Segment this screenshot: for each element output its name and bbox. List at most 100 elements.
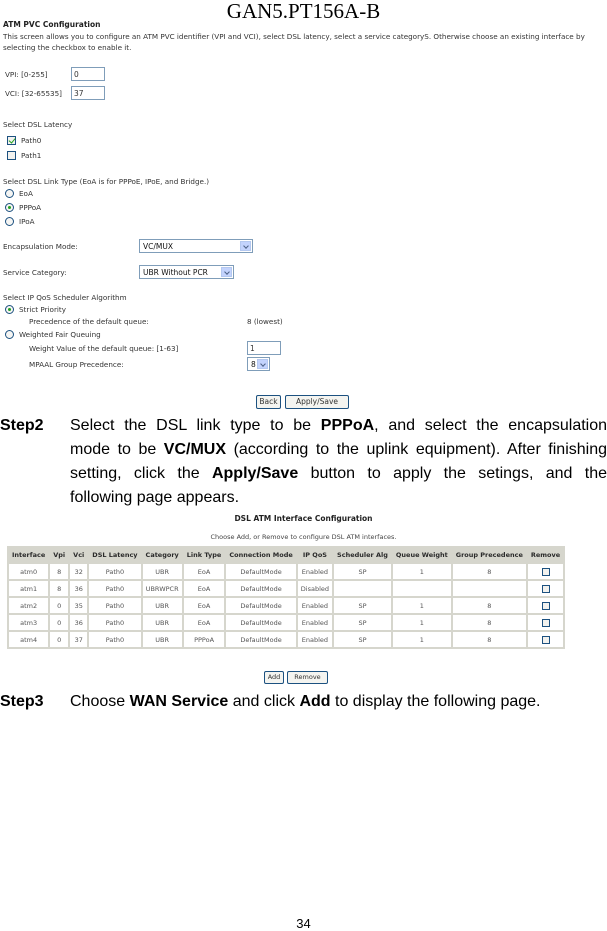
cell: 1	[392, 632, 451, 647]
table-row: atm1 8 36 Path0 UBRWPCR EoA DefaultMode …	[9, 581, 564, 596]
cell: DefaultMode	[226, 632, 296, 647]
remove-cell	[527, 615, 564, 630]
cell: 32	[70, 564, 88, 579]
col-queue-weight: Queue Weight	[392, 548, 451, 562]
col-connection-mode: Connection Mode	[226, 548, 296, 562]
cell: DefaultMode	[226, 564, 296, 579]
mpaal-select[interactable]: 8	[247, 357, 270, 371]
cell: Path0	[89, 632, 141, 647]
pvc-config-description: This screen allows you to configure an A…	[3, 32, 585, 52]
cell	[392, 581, 451, 596]
cell: Path0	[89, 564, 141, 579]
weight-input[interactable]: 1	[247, 341, 281, 355]
pppoa-radio[interactable]	[5, 203, 14, 212]
encapsulation-label: Encapsulation Mode:	[3, 242, 78, 251]
remove-checkbox[interactable]	[541, 567, 550, 576]
cell: UBR	[142, 598, 182, 613]
cell: UBR	[142, 615, 182, 630]
cell: Enabled	[297, 564, 333, 579]
step2-line-2: mode to be VC/MUX (according to the upli…	[70, 438, 607, 462]
strict-priority-label: Strict Priority	[19, 305, 66, 314]
col-dsl-latency: DSL Latency	[89, 548, 141, 562]
wfq-label: Weighted Fair Queuing	[19, 330, 101, 339]
step2-label: Step2	[0, 417, 44, 434]
emphasis: WAN Service	[129, 693, 229, 710]
cell: 8	[452, 632, 526, 647]
col-group-precedence: Group Precedence	[452, 548, 526, 562]
cell: Enabled	[297, 598, 333, 613]
cell: DefaultMode	[226, 581, 296, 596]
text: button to apply the setings, and the	[298, 465, 607, 482]
cell: Path0	[89, 581, 141, 596]
text: Choose	[70, 693, 130, 710]
latency-heading: Select DSL Latency	[3, 120, 73, 129]
step2-line-4: following page appears.	[70, 489, 240, 506]
remove-checkbox[interactable]	[541, 584, 550, 593]
col-ip-qos: IP QoS	[297, 548, 333, 562]
vpi-input[interactable]: 0	[71, 67, 105, 81]
wfq-radio[interactable]	[5, 330, 14, 339]
remove-checkbox[interactable]	[541, 618, 550, 627]
add-button[interactable]: Add	[264, 671, 284, 684]
ipoa-radio[interactable]	[5, 217, 14, 226]
strict-priority-radio[interactable]	[5, 305, 14, 314]
table-row: atm0 8 32 Path0 UBR EoA DefaultMode Enab…	[9, 564, 564, 579]
ipoa-label: IPoA	[19, 217, 35, 226]
eoa-radio[interactable]	[5, 189, 14, 198]
vci-input[interactable]: 37	[71, 86, 105, 100]
mpaal-value: 8	[251, 360, 256, 369]
cell: UBR	[142, 632, 182, 647]
service-category-value: UBR Without PCR	[143, 268, 208, 277]
cell: atm3	[9, 615, 49, 630]
text: , and select the encapsulation	[374, 417, 607, 434]
text: setting, click the	[70, 465, 212, 482]
cell: 8	[452, 564, 526, 579]
remove-button[interactable]: Remove	[287, 671, 328, 684]
cell: 8	[452, 598, 526, 613]
cell: SP	[334, 632, 391, 647]
remove-checkbox[interactable]	[541, 635, 550, 644]
cell: 36	[70, 581, 88, 596]
chevron-down-icon	[240, 241, 251, 251]
cell: EoA	[183, 598, 225, 613]
emphasis: Add	[299, 693, 331, 710]
cell: 8	[452, 615, 526, 630]
cell	[334, 581, 391, 596]
remove-checkbox[interactable]	[541, 601, 550, 610]
path1-checkbox[interactable]	[7, 151, 16, 160]
cell: atm1	[9, 581, 49, 596]
cell: DefaultMode	[226, 598, 296, 613]
step3-body: Choose WAN Service and click Add to disp…	[70, 690, 607, 714]
apply-save-button[interactable]: Apply/Save	[285, 395, 349, 409]
encapsulation-select[interactable]: VC/MUX	[139, 239, 253, 253]
cell: Enabled	[297, 632, 333, 647]
atm-interfaces-table: Interface Vpi Vci DSL Latency Category L…	[7, 546, 566, 649]
qos-heading: Select IP QoS Scheduler Algorithm	[3, 293, 127, 302]
cell	[452, 581, 526, 596]
cell: 1	[392, 564, 451, 579]
cell: 0	[50, 598, 69, 613]
col-interface: Interface	[9, 548, 49, 562]
service-category-select[interactable]: UBR Without PCR	[139, 265, 234, 279]
col-remove: Remove	[527, 548, 564, 562]
cell: UBR	[142, 564, 182, 579]
table-row: atm4 0 37 Path0 UBR PPPoA DefaultMode En…	[9, 632, 564, 647]
service-category-label: Service Category:	[3, 268, 67, 277]
table-row: atm3 0 36 Path0 UBR EoA DefaultMode Enab…	[9, 615, 564, 630]
cell: PPPoA	[183, 632, 225, 647]
cell: 1	[392, 598, 451, 613]
emphasis: VC/MUX	[163, 441, 227, 458]
pvc-config-title: ATM PVC Configuration	[3, 20, 101, 29]
step3-label: Step3	[0, 693, 44, 710]
back-button[interactable]: Back	[256, 395, 281, 409]
cell: SP	[334, 615, 391, 630]
path1-label: Path1	[21, 151, 42, 160]
pppoa-label: PPPoA	[19, 203, 42, 212]
path0-checkbox[interactable]	[7, 136, 16, 145]
col-vpi: Vpi	[50, 548, 69, 562]
table-row: atm2 0 35 Path0 UBR EoA DefaultMode Enab…	[9, 598, 564, 613]
cell: 8	[50, 564, 69, 579]
cell: EoA	[183, 581, 225, 596]
col-vci: Vci	[70, 548, 88, 562]
eoa-label: EoA	[19, 189, 33, 198]
